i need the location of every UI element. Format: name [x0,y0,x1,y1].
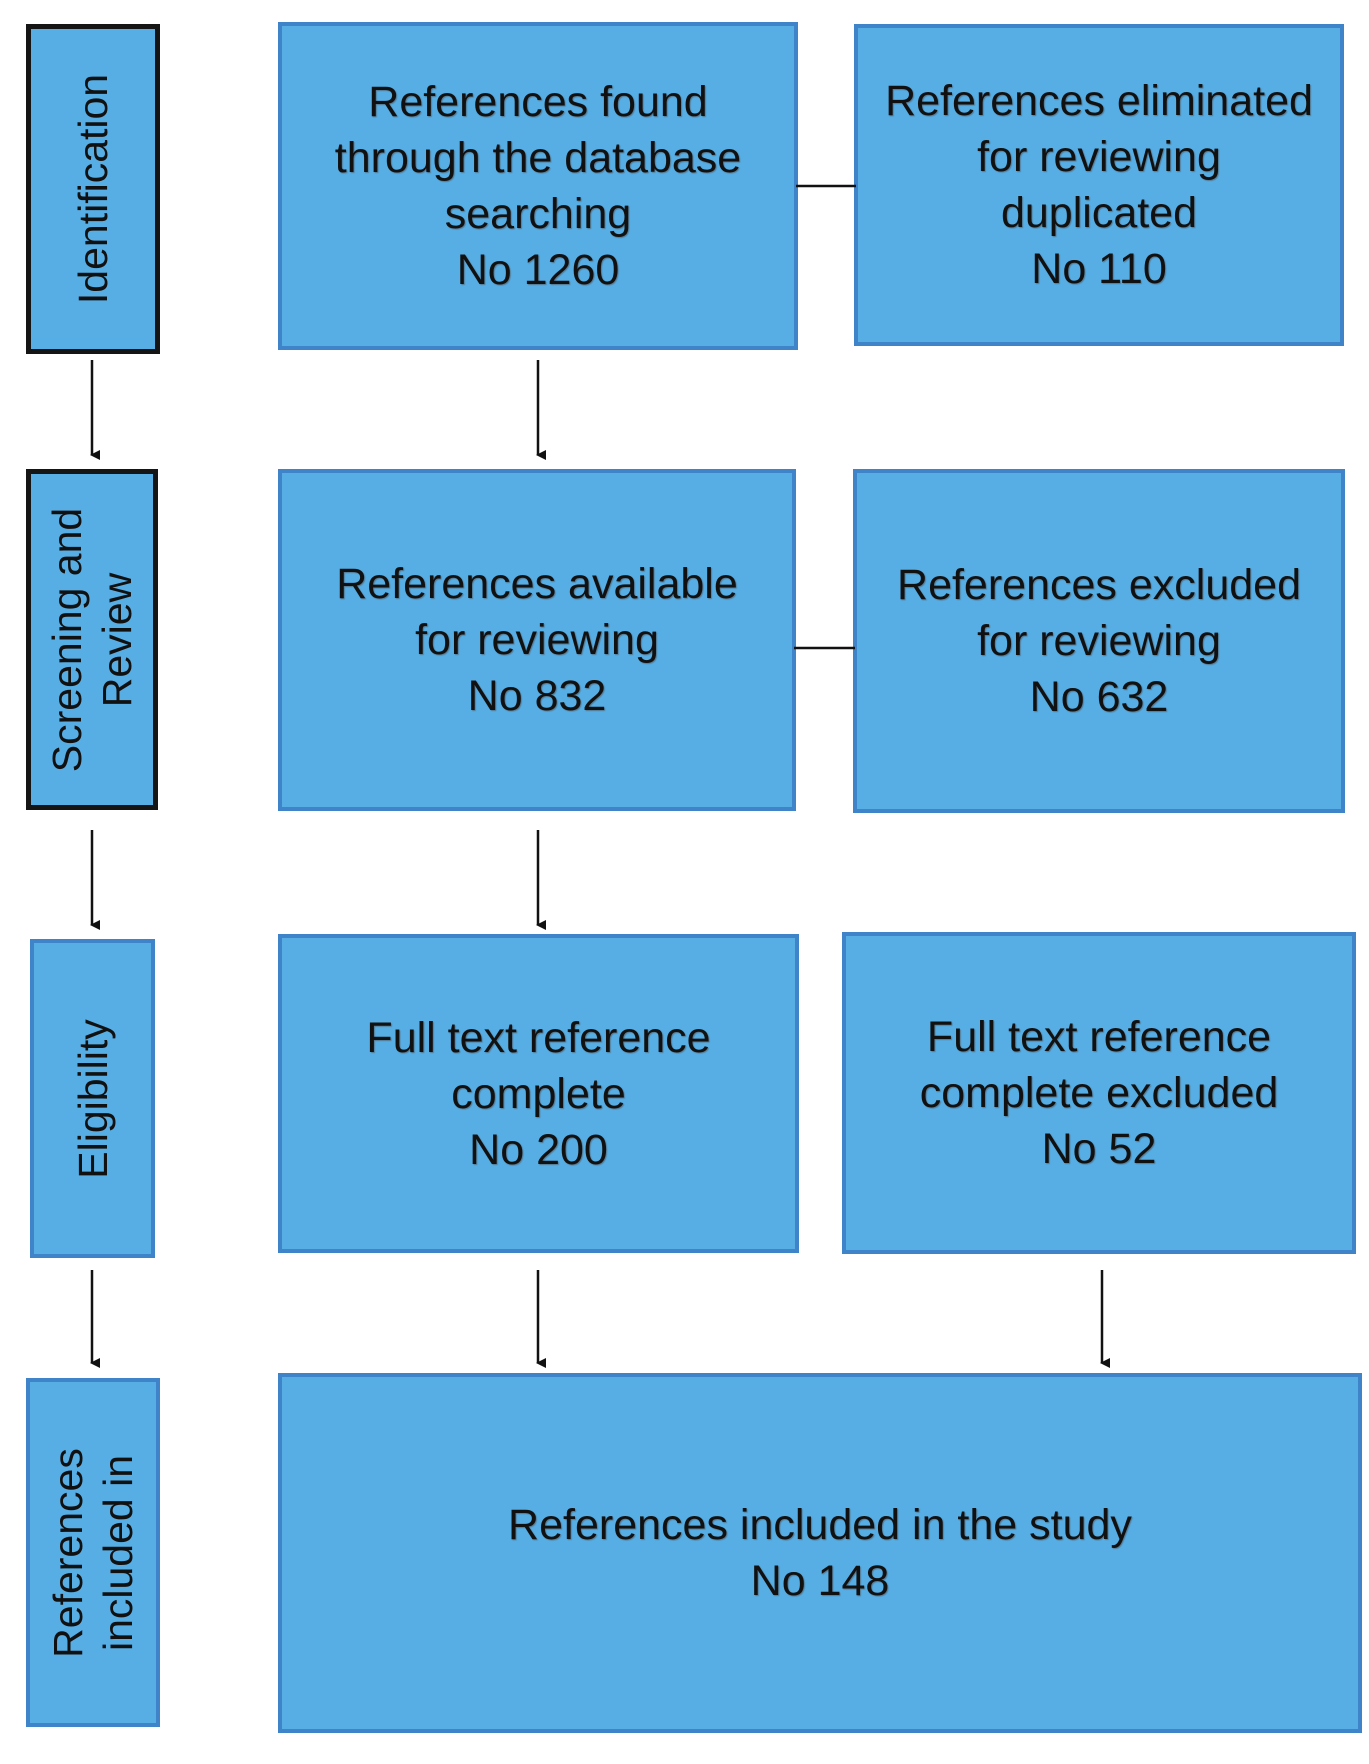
stage-identification: Identification [26,24,160,354]
box-full-text-excluded: Full text reference complete excluded No… [842,932,1356,1254]
box-full-text-complete: Full text reference complete No 200 [278,934,799,1253]
box-references-available: References available for reviewing No 83… [278,469,796,811]
box-references-included-in-study: References included in the study No 148 [278,1373,1362,1733]
stage-screening-and-review: Screening and Review [26,469,158,810]
box-references-excluded: References excluded for reviewing No 632 [853,469,1345,813]
box-references-found: References found through the database se… [278,22,798,350]
stage-references-included: References included in [26,1378,160,1727]
stage-eligibility: Eligibility [30,939,155,1258]
